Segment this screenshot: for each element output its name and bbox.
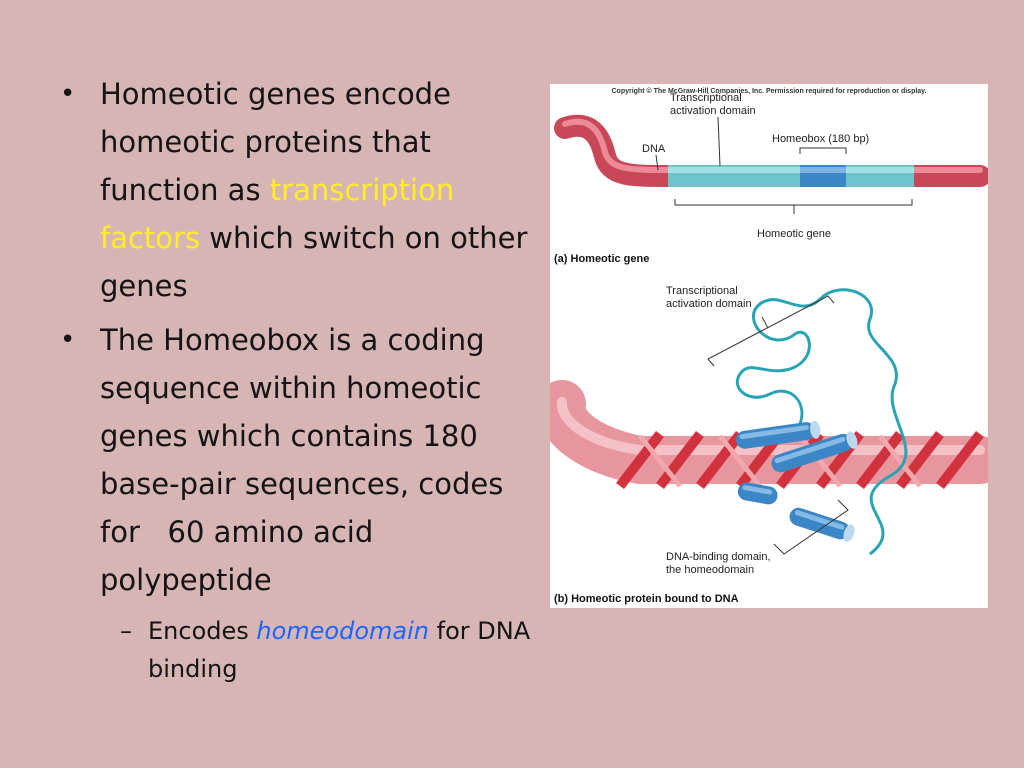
b-dbd-label-line1: DNA-binding domain, <box>666 551 771 563</box>
b-caption: (b) Homeotic protein bound to DNA <box>554 593 739 605</box>
bullet-dot: • <box>60 79 76 109</box>
a-caption: (a) Homeotic gene <box>554 253 649 265</box>
b-dbd-bracket <box>773 499 849 555</box>
b-tad-label-line2: activation domain <box>666 298 752 310</box>
helix-cylinder-4 <box>789 507 855 542</box>
sub-bullet-text-end: for DNA binding <box>148 617 531 683</box>
a-gene-label: Homeotic gene <box>757 228 831 240</box>
helix-cylinder-2 <box>771 431 858 473</box>
sub-bullet: – Encodes homeodomain for DNA binding <box>120 612 548 688</box>
a-tad-pointer <box>717 116 721 167</box>
a-tad-label-line1: Transcriptional <box>670 92 742 104</box>
protein-dna-diagram: Transcriptional activation domain DNA-bi… <box>550 285 988 605</box>
bullet-1: • Homeotic genes encode homeotic protein… <box>58 70 548 310</box>
a-dna-label: DNA <box>642 143 666 155</box>
gene-region-highlight <box>668 167 914 173</box>
gene-bracket <box>674 199 913 206</box>
homeodomain-helices <box>735 420 858 542</box>
bullet-2: • The Homeobox is a coding sequence with… <box>58 316 548 604</box>
homeotic-gene-diagram: Transcriptional activation domain DNA Ho… <box>554 92 988 265</box>
helix-cylinder-1 <box>735 420 821 449</box>
sub-bullet-dash: – <box>120 617 132 645</box>
sub-bullet-highlight: homeodomain <box>256 617 429 645</box>
bullet-1-text-end: which switch on other genes <box>100 221 528 303</box>
homeobox-bracket <box>799 147 847 154</box>
dna-strand-highlight <box>562 118 983 173</box>
helix-cylinder-3 <box>737 482 778 505</box>
figure-svg: Copyright © The McGraw-Hill Companies, I… <box>550 87 988 605</box>
a-homeobox-label: Homeobox (180 bp) <box>772 133 869 145</box>
homeotic-gene-figure: Copyright © The McGraw-Hill Companies, I… <box>550 84 988 608</box>
b-tad-pointer <box>761 316 769 329</box>
helix-strand-b <box>638 434 922 488</box>
a-tad-label-line2: activation domain <box>670 105 756 117</box>
bullet-dot: • <box>60 325 76 355</box>
a-dna-pointer <box>655 154 659 171</box>
dna-tube-highlight <box>557 397 985 455</box>
bullet-list: • Homeotic genes encode homeotic protein… <box>58 70 548 688</box>
homeobox-highlight <box>800 167 846 173</box>
b-dbd-label-line2: the homeodomain <box>666 564 754 576</box>
b-tad-label-line1: Transcriptional <box>666 285 738 297</box>
bullet-2-text: The Homeobox is a coding sequence within… <box>100 323 513 597</box>
bullet-1-text-start: Homeotic genes encode homeotic proteins … <box>100 77 451 207</box>
sub-bullet-text-start: Encodes <box>148 617 257 645</box>
dna-helix-back <box>638 434 922 488</box>
bullet-1-highlight: transcription factors <box>100 173 455 255</box>
protein-chain <box>735 288 908 556</box>
copyright-text: Copyright © The McGraw-Hill Companies, I… <box>611 87 926 95</box>
